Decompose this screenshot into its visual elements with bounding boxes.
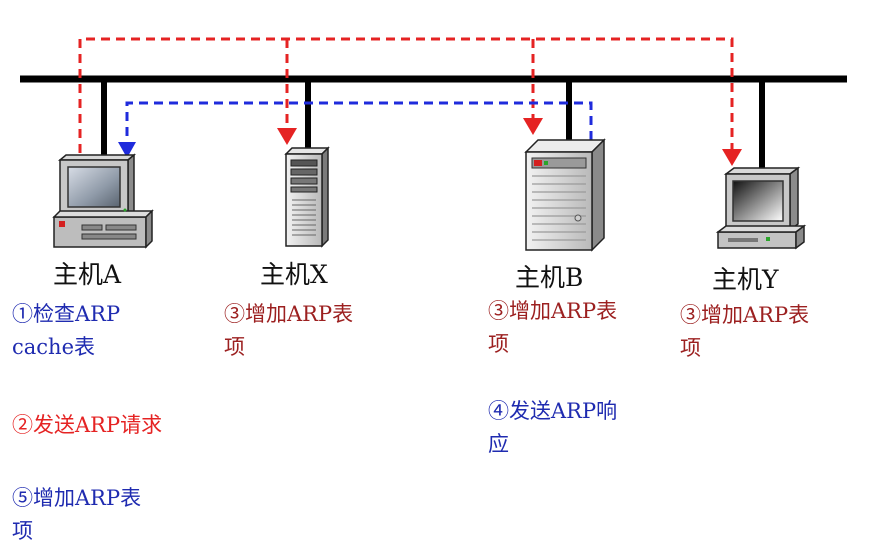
host-x-label: 主机X — [260, 260, 328, 289]
desktop-computer-icon — [715, 166, 807, 250]
arp-request-arrowheads — [277, 118, 742, 166]
step-3-add-arp-entry-x: ③增加ARP表 项 — [224, 302, 354, 359]
step-3-add-arp-entry-b: ③增加ARP表 项 — [488, 299, 618, 356]
arp-reply-arrow — [125, 101, 593, 143]
host-b-label: 主机B — [515, 263, 584, 292]
step-5-add-arp-entry: ⑤增加ARP表 项 — [12, 486, 142, 543]
host-a-label: 主机A — [53, 260, 122, 289]
tower-server-icon — [284, 146, 330, 248]
host-y-label: 主机Y — [712, 265, 779, 294]
step-3-add-arp-entry-y: ③增加ARP表 项 — [680, 303, 810, 360]
step-4-send-arp-reply: ④发送ARP响 应 — [488, 399, 618, 456]
arp-reply-arrowhead — [118, 142, 136, 158]
arp-request-broadcast — [78, 37, 734, 153]
step-2-send-arp-request: ②发送ARP请求 — [12, 413, 163, 437]
server-icon — [524, 138, 606, 252]
desktop-computer-icon — [52, 153, 154, 249]
step-1-check-arp-cache: ①检查ARP cache表 — [12, 302, 121, 359]
